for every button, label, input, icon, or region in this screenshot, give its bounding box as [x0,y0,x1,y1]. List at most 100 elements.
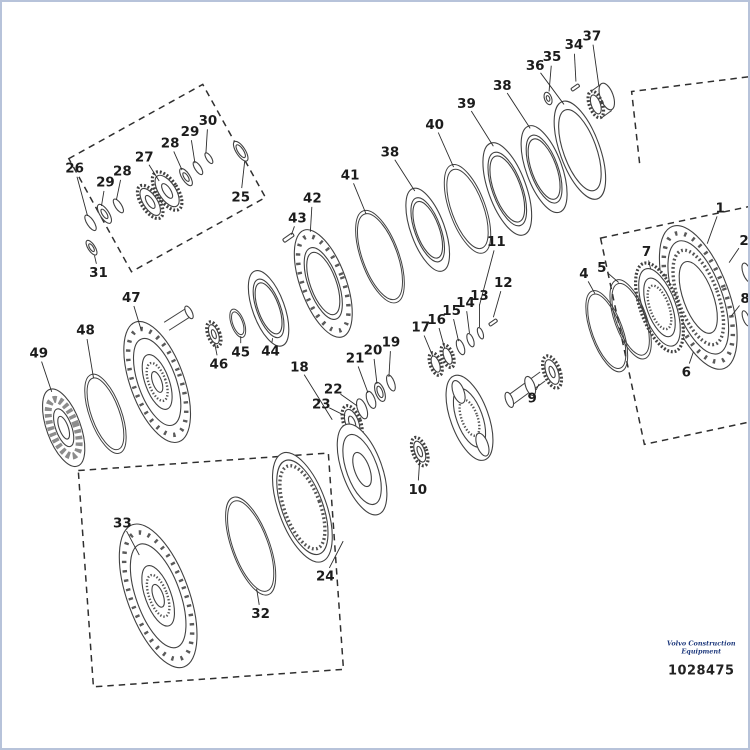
callout-label-38-21: 38 [493,79,512,94]
callout-label-30-6: 30 [199,114,218,129]
callout-label-20-43: 20 [364,344,383,359]
callout-label-8-31: 8 [740,292,748,307]
callout-leader-24-48 [328,540,344,569]
callout-leader-31-8 [94,255,97,264]
part-35-plug [543,91,553,106]
callout-label-45-13: 45 [231,346,250,361]
part-40-ring [443,164,492,254]
part-24-planet-carrier [336,423,388,516]
callout-leader-8-31 [730,305,740,317]
callout-label-24-48: 24 [316,569,335,584]
callout-leader-26-0 [76,176,88,216]
callout-leader-22-45 [340,393,358,407]
part-4-o-ring [585,290,629,373]
callout-leader-35-23 [548,65,552,92]
callout-leader-18-41 [303,374,333,420]
part-ring-gear-inner [271,451,333,563]
callout-leader-19-42 [388,351,391,378]
callout-label-26-0: 26 [65,162,84,177]
brand-line2: Equipment [680,648,721,656]
callout-leader-6-32 [688,351,694,364]
callout-leader-29-1 [101,190,105,206]
callout-leader-20-43 [373,358,378,385]
callout-leader-36-22 [540,72,565,105]
callout-leader-43-15 [291,226,295,235]
callout-leader-17-40 [423,335,434,357]
callout-label-21-44: 21 [346,352,365,367]
part-41-o-ring [355,209,405,304]
callout-leader-28-4 [173,151,183,171]
callout-leader-2-27 [728,247,740,263]
part-43-pin [282,232,295,243]
callout-leader-14-37 [466,311,470,334]
part-1-ring-gear-housing [658,225,738,370]
part-36-cover-ring [553,100,607,200]
part-48-o-ring [84,373,127,454]
callout-leader-29-5 [190,140,196,164]
callout-label-12-35: 12 [494,276,513,291]
callout-leader-23-46 [329,407,346,417]
part-37-splined-coupling [586,82,616,120]
callout-label-39-20: 39 [457,97,476,112]
callout-leader-34-24 [573,53,577,82]
callout-label-17-40: 17 [411,321,430,336]
callout-leader-38-18 [394,159,416,192]
part-39-bearing-race [482,142,533,236]
callout-label-29-5: 29 [181,125,200,140]
callout-leader-5-29 [608,273,619,283]
callout-leader-21-44 [357,366,369,394]
callout-label-2-27: 2 [739,234,748,249]
callout-leader-28-2 [115,179,122,201]
callout-leader-4-30 [587,281,596,294]
callout-leader-27-3 [148,164,160,182]
figure-part-number: 1028475 [668,663,734,678]
callout-leader-49-11 [41,361,53,393]
callout-label-27-3: 27 [135,151,154,166]
callout-leader-37-25 [592,44,600,86]
part-47-motor-housing [123,305,194,444]
callout-leader-39-20 [470,110,494,147]
brand-block: Volvo Construction Equipment 1028475 [667,640,736,679]
callout-label-23-46: 23 [312,397,331,412]
part-45-snap-ring [229,308,247,338]
callout-label-1-26: 1 [715,201,724,216]
callout-leader-9-33 [535,383,540,391]
callout-label-29-1: 29 [96,176,115,191]
callout-leader-40-19 [437,132,454,168]
callout-label-36-22: 36 [526,59,545,74]
callout-label-42-16: 42 [303,191,322,206]
callout-leader-32-50 [256,588,260,605]
callout-label-18-41: 18 [290,361,309,376]
callout-label-13-36: 13 [470,289,489,304]
part-49-roller-bearing [41,388,86,468]
callout-leader-44-14 [271,338,273,343]
callout-leader-46-12 [214,344,218,356]
callout-leader-41-17 [353,183,367,215]
callout-leader-33-49 [126,530,140,556]
part-carrier-second-stage [445,374,494,461]
callout-label-43-15: 43 [288,211,307,226]
callout-label-33-49: 33 [113,517,132,532]
part-42-flanged-ring [293,229,353,338]
clipped-edge-parts [741,262,748,327]
callout-label-35-23: 35 [543,50,562,65]
callout-label-7-28: 7 [642,245,651,260]
part-38-seal-front [405,187,451,272]
callout-label-19-42: 19 [382,336,401,351]
callout-label-47-9: 47 [122,291,141,306]
callout-label-28-4: 28 [161,137,180,152]
callout-label-5-29: 5 [597,261,606,276]
part-38-seal-rear [520,125,568,214]
callout-label-32-50: 32 [251,607,270,622]
callout-label-46-12: 46 [210,358,229,373]
callout-label-9-33: 9 [527,391,536,406]
dashed-group-boxes [67,76,748,688]
callout-label-41-17: 41 [341,169,360,184]
part-46-small-gear [205,320,223,349]
part-32-large-ring [225,496,277,596]
callout-leader-15-38 [453,319,459,342]
callout-leader-10-47 [417,459,421,481]
part-10-coupling [409,435,430,468]
